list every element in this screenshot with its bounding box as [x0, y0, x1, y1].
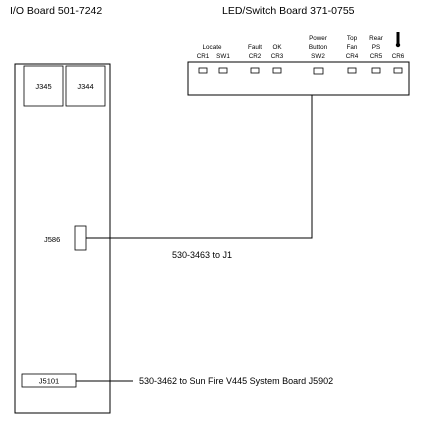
- connector-j586: [74, 225, 87, 251]
- indicator-cr1-designator: CR1: [197, 53, 210, 60]
- connector-j345-label: J345: [35, 82, 51, 91]
- indicator-cr4-name-line2: Fan: [347, 44, 358, 51]
- indicator-cr2-designator: CR2: [249, 53, 262, 60]
- indicator-sw1-designator: SW1: [216, 53, 230, 60]
- indicator-sw2: Power Button SW2: [309, 35, 328, 60]
- connector-j344-label: J344: [77, 82, 93, 91]
- led-cr3: [272, 67, 282, 74]
- cable-j586-label: 530-3463 to J1: [172, 250, 232, 260]
- indicator-cr4-name-line1: Top: [347, 35, 358, 42]
- indicator-cr3-name: OK: [272, 44, 282, 51]
- indicator-cr5: Rear PS CR5: [369, 35, 383, 60]
- indicator-cr1: Locate CR1: [197, 44, 222, 60]
- connector-j345: [23, 65, 64, 107]
- led-switch-board-title: LED/Switch Board 371-0755: [222, 5, 355, 17]
- led-cr6: [393, 67, 403, 74]
- thermometer-icon: [395, 32, 401, 48]
- led-cr5: [371, 67, 381, 74]
- io-board-title: I/O Board 501-7242: [10, 5, 102, 17]
- connector-j586-label: J586: [44, 235, 60, 244]
- led-cr4: [347, 67, 357, 74]
- led-switch-board-outline: [187, 61, 410, 96]
- indicator-cr5-name-line2: PS: [372, 44, 380, 51]
- indicator-sw1: SW1: [216, 53, 230, 60]
- indicator-cr4-designator: CR4: [346, 53, 359, 60]
- indicator-cr4: Top Fan CR4: [346, 35, 359, 60]
- switch-sw1: [218, 67, 228, 74]
- indicator-cr2: Fault CR2: [248, 44, 262, 60]
- led-cr2: [250, 67, 260, 74]
- indicator-cr2-name: Fault: [248, 44, 262, 51]
- switch-sw2: [313, 67, 324, 75]
- indicator-cr6-designator: CR6: [392, 53, 405, 60]
- cable-j5101-label: 530-3462 to Sun Fire V445 System Board J…: [139, 376, 333, 386]
- led-cr1: [198, 67, 208, 74]
- indicator-cr3: OK CR3: [271, 44, 284, 60]
- indicator-sw2-name-line2: Button: [309, 44, 328, 51]
- connector-j5101-label: J5101: [39, 377, 59, 386]
- indicator-cr5-designator: CR5: [370, 53, 383, 60]
- indicator-cr6: CR6: [392, 53, 405, 60]
- indicator-cr5-name-line1: Rear: [369, 35, 383, 42]
- indicator-cr3-designator: CR3: [271, 53, 284, 60]
- indicator-sw2-name-line1: Power: [309, 35, 327, 42]
- cable-j586-to-led-board: [86, 95, 313, 239]
- indicator-sw2-designator: SW2: [311, 53, 325, 60]
- connector-j344: [65, 65, 106, 107]
- indicator-cr1-name: Locate: [203, 44, 222, 51]
